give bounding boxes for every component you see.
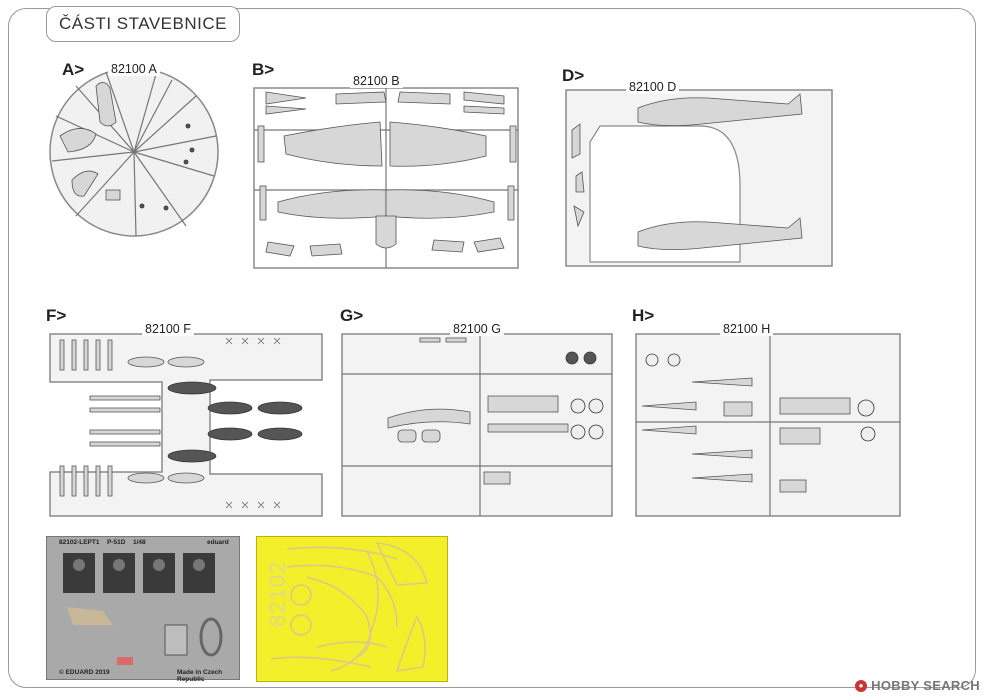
watermark: ● HOBBY SEARCH	[855, 678, 980, 693]
photoetch-code: 82102-LEPT1	[59, 539, 100, 546]
mask-shapes	[270, 542, 428, 672]
sprue-b	[253, 87, 519, 269]
section-d-letter: D>	[562, 66, 585, 85]
section-d-code: 82100 D	[626, 80, 680, 94]
main-frame	[8, 8, 976, 688]
section-h-letter: H>	[632, 306, 655, 325]
section-g-code: 82100 G	[450, 322, 504, 336]
sprue-g	[341, 333, 613, 517]
sprue-a	[49, 67, 219, 237]
brand-icon: ●	[855, 679, 868, 692]
sprue-d	[565, 89, 833, 267]
photoetch-scale: 1/48	[133, 539, 146, 546]
sprue-f	[49, 333, 323, 517]
section-b-code: 82100 B	[350, 74, 403, 88]
photoetch-origin: Made in Czech Republic	[177, 669, 223, 683]
section-b-letter: B>	[252, 60, 275, 79]
section-g-letter: G>	[340, 306, 364, 325]
photoetch-fret: 82102-LEPT1 P-51D 1/48 eduard © EDUARD 2…	[46, 536, 240, 683]
section-f-letter: F>	[46, 306, 67, 325]
photoetch-aircraft: P-51D	[107, 539, 126, 546]
page-title: ČÁSTI STAVEBNICE	[46, 6, 240, 42]
sprue-h	[635, 333, 901, 517]
photoetch-brand: eduard	[207, 539, 229, 546]
section-a-letter: A>	[62, 60, 85, 79]
section-f-code: 82100 F	[142, 322, 194, 336]
photoetch-parts	[63, 553, 223, 665]
photoetch-copyright: © EDUARD 2019	[59, 669, 110, 676]
mask-number: 82102	[265, 560, 290, 627]
section-a-code: 82100 A	[108, 62, 160, 76]
watermark-text: HOBBY SEARCH	[871, 678, 980, 693]
section-h-code: 82100 H	[720, 322, 774, 336]
mask-sheet: 82102	[256, 536, 448, 682]
